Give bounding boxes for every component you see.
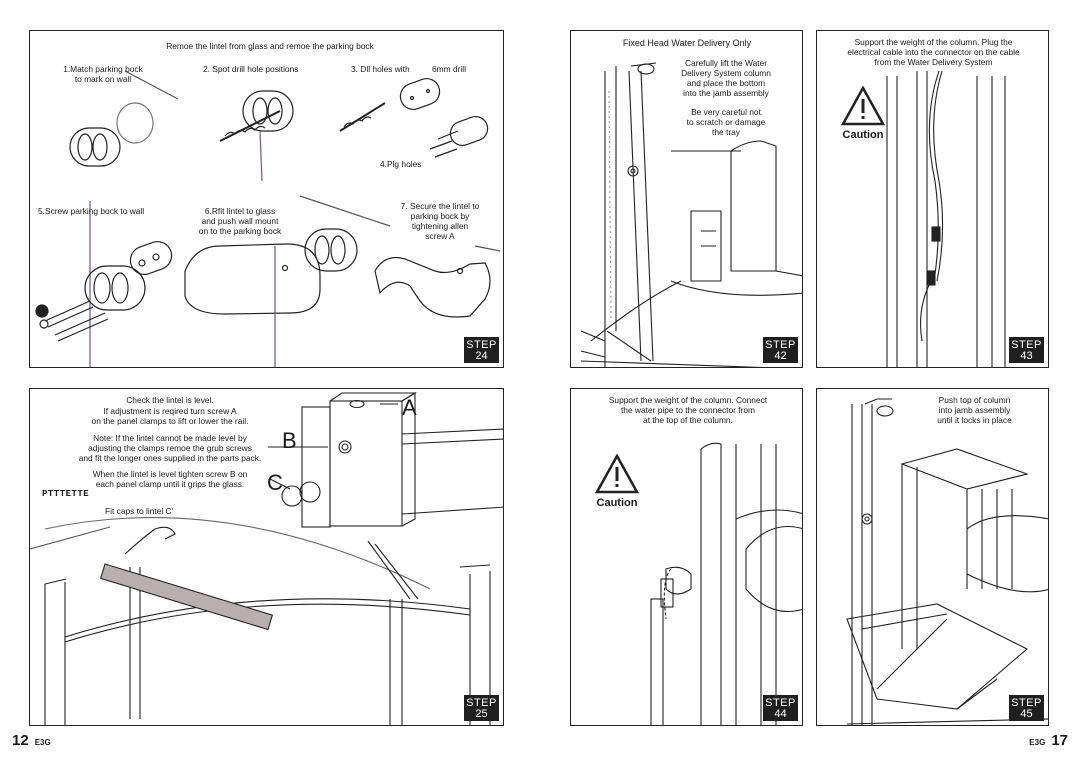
caution-label: Caution — [842, 129, 884, 141]
step-24-illustration — [35, 70, 501, 367]
step-24-sub5: 5.Screw parking bock to wall — [38, 206, 145, 216]
step-45-panel: Push top of column into jamb assembly un… — [816, 388, 1049, 726]
step-25-emphasis: PTTTETTE — [42, 489, 90, 499]
step-24-sub2: 2. Spot drill hole positions — [203, 64, 299, 74]
step-43-illustration — [886, 70, 1006, 367]
callout-b: B — [282, 428, 297, 453]
step-43-panel: Support the weight of the column. Plug t… — [816, 30, 1049, 368]
step-number: 45 — [1020, 708, 1033, 720]
step-25-line3: Note: If the lintel cannot be made level… — [78, 433, 262, 463]
left-page-number: 12 — [12, 732, 29, 749]
step-24-badge: STEP 24 — [464, 337, 499, 363]
step-44-caution: Caution — [591, 453, 643, 509]
step-42-illustration — [580, 62, 802, 367]
caution-label: Caution — [596, 497, 638, 509]
step-44-panel: Support the weight of the column. Connec… — [570, 388, 803, 726]
step-24-sub4: 4.Plg holes — [380, 159, 422, 169]
step-42-text1: Carefully lift the Water Delivery System… — [681, 58, 771, 98]
warning-triangle-icon — [840, 85, 886, 126]
step-label: STEP — [466, 339, 497, 351]
step-number: 25 — [475, 708, 488, 720]
footer-right: E3G 17 — [1023, 732, 1068, 749]
warning-triangle-icon — [594, 453, 640, 494]
left-product-code: E3G — [34, 738, 51, 747]
step-43-caution: Caution — [837, 85, 889, 141]
step-25-badge: STEP 25 — [464, 695, 499, 721]
step-label: STEP — [765, 697, 796, 709]
step-25-panel: Check the lintel is level. If adjustment… — [29, 388, 504, 726]
step-42-title: Fixed Head Water Delivery Only — [622, 38, 752, 48]
step-45-illustration — [846, 398, 1048, 725]
step-25-line4: When the lintel is level tighten screw B… — [92, 469, 248, 489]
step-44-illustration — [650, 442, 802, 725]
step-label: STEP — [765, 339, 796, 351]
footer-left: 12 E3G — [12, 732, 57, 749]
step-24-panel: Remoe the lintel from glass and remoe th… — [29, 30, 504, 368]
step-24-sub6: 6.Rfit lintel to glass and push wall mou… — [198, 206, 282, 236]
step-25-illustration — [30, 392, 503, 725]
step-24-sub1: 1.Match parking bock to mark on wall — [63, 64, 143, 84]
step-24-title: Remoe the lintel from glass and remoe th… — [166, 41, 374, 51]
callout-a: A — [402, 395, 417, 420]
step-25-line1: Check the lintel is level. — [126, 395, 214, 405]
step-42-badge: STEP 42 — [763, 337, 798, 363]
step-number: 44 — [774, 708, 787, 720]
step-42-panel: Fixed Head Water Delivery Only Carefully… — [570, 30, 803, 368]
step-24-sub7: 7. Secure the lintel to parking bock by … — [400, 201, 480, 241]
step-45-badge: STEP 45 — [1009, 695, 1044, 721]
step-45-title: Push top of column into jamb assembly un… — [937, 395, 1012, 425]
step-number: 43 — [1020, 350, 1033, 362]
step-42-text2: Be very careful not to scratch or damage… — [686, 107, 766, 137]
step-number: 42 — [774, 350, 787, 362]
step-24-sub3b: 6mm drill — [432, 64, 466, 74]
right-page-number: 17 — [1051, 732, 1068, 749]
step-44-title: Support the weight of the column. Connec… — [608, 395, 768, 425]
callout-c: C — [267, 470, 283, 495]
step-43-title: Support the weight of the column. Plug t… — [847, 37, 1020, 67]
step-25-line2: If adjustment is reqired turn screw A on… — [91, 406, 249, 426]
step-label: STEP — [1011, 339, 1042, 351]
step-44-badge: STEP 44 — [763, 695, 798, 721]
step-24-sub3a: 3. Dll holes with — [351, 64, 410, 74]
step-label: STEP — [466, 697, 497, 709]
step-43-badge: STEP 43 — [1009, 337, 1044, 363]
step-label: STEP — [1011, 697, 1042, 709]
step-number: 24 — [475, 350, 488, 362]
step-25-line5: Fit caps to lintel C' — [105, 506, 174, 516]
right-product-code: E3G — [1029, 738, 1046, 747]
